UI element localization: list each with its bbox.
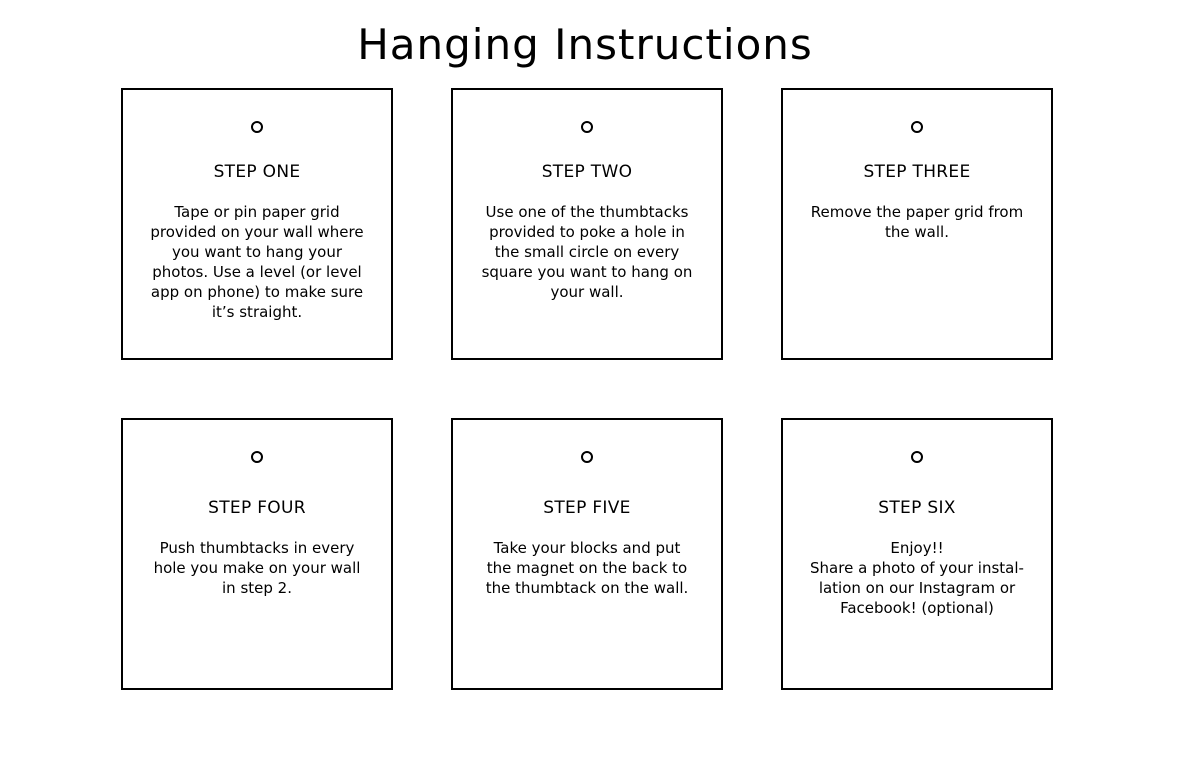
pin-hole-circle [581,451,593,463]
page-title: Hanging Instructions [357,20,813,69]
step-title: STEP FIVE [543,498,631,518]
pin-hole-circle [911,451,923,463]
step-title: STEP ONE [213,162,301,182]
step-text: Remove the paper grid from the wall. [810,203,1024,241]
step-title: STEP TWO [541,162,633,182]
step-title: STEP SIX [878,498,956,518]
step-text: Enjoy!! Share a photo of your instal- la… [810,539,1024,617]
pin-hole-circle [911,121,923,133]
step-one-card: STEP ONE Tape or pin paper grid provided… [121,88,393,360]
step-three-card: STEP THREE Remove the paper grid from th… [781,88,1053,360]
step-title: STEP THREE [863,162,971,182]
step-text: Tape or pin paper grid provided on your … [150,203,364,321]
step-text: Push thumbtacks in every hole you make o… [153,539,361,597]
step-four-card: STEP FOUR Push thumbtacks in every hole … [121,418,393,690]
step-text: Use one of the thumbtacks provided to po… [481,203,693,301]
step-five-card: STEP FIVE Take your blocks and put the m… [451,418,723,690]
step-six-card: STEP SIX Enjoy!! Share a photo of your i… [781,418,1053,690]
pin-hole-circle [251,451,263,463]
step-text: Take your blocks and put the magnet on t… [485,539,689,597]
pin-hole-circle [251,121,263,133]
step-two-card: STEP TWO Use one of the thumbtacks provi… [451,88,723,360]
step-title: STEP FOUR [208,498,306,518]
pin-hole-circle [581,121,593,133]
